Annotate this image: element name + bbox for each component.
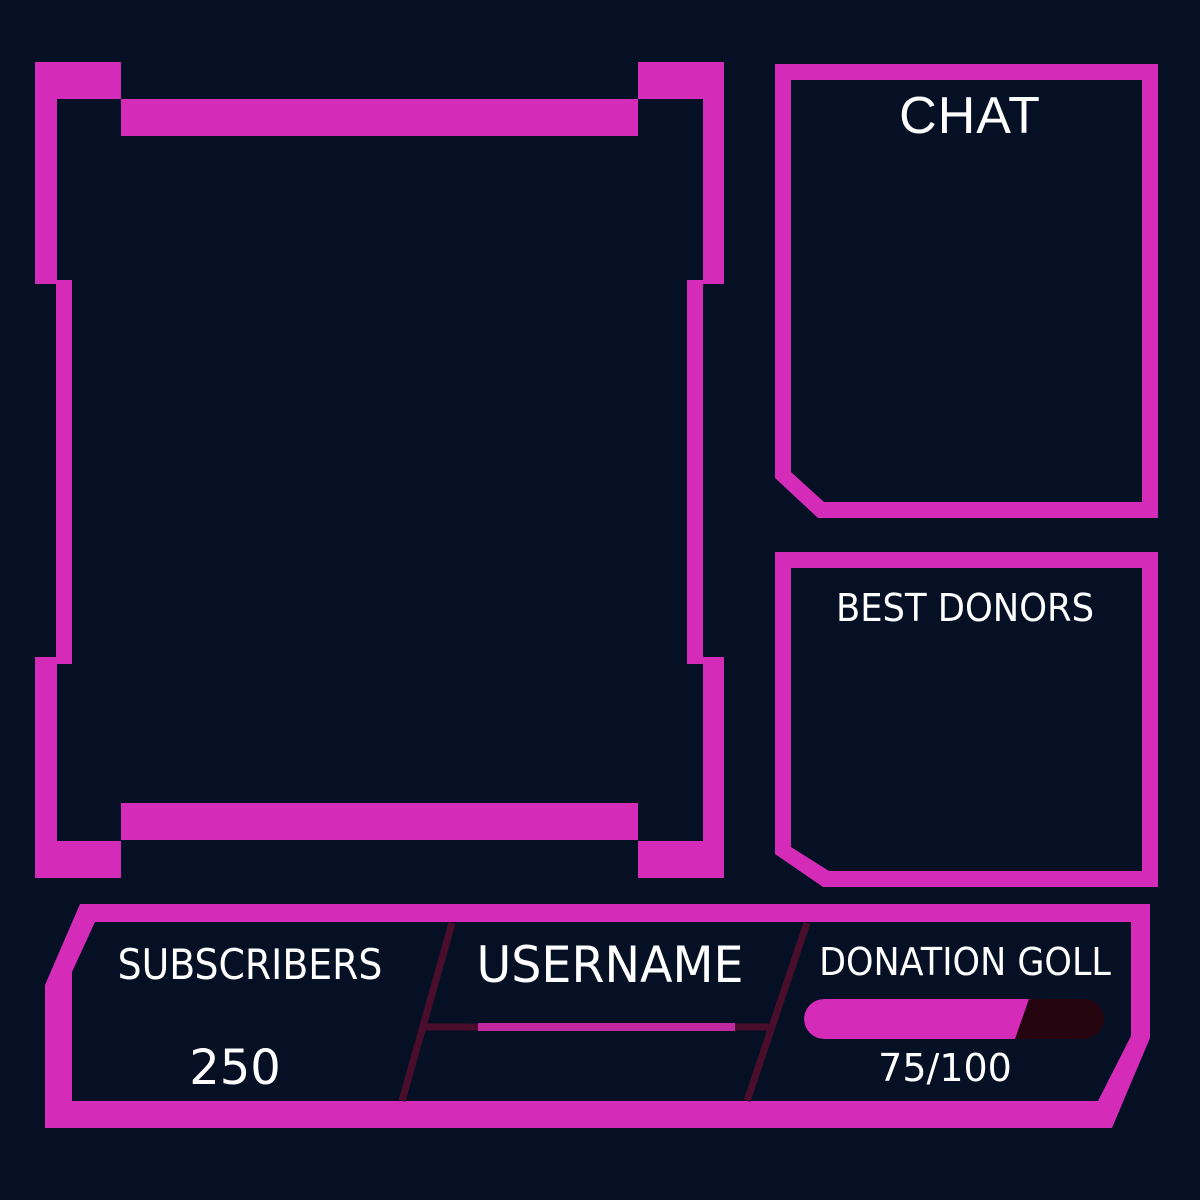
- stats-bar-border: [45, 904, 1150, 1128]
- best-donors-title: BEST DONORS: [835, 586, 1095, 630]
- camera-frame-top-bar: [121, 99, 638, 136]
- username-label: USERNAME: [476, 936, 744, 994]
- camera-frame-corner-bl: [35, 841, 121, 878]
- camera-frame-bottom-bar: [121, 803, 638, 840]
- donation-progress-fill: [804, 999, 1029, 1039]
- subscribers-label: SUBSCRIBERS: [117, 940, 383, 989]
- donation-progress-bar: [804, 999, 1104, 1039]
- donation-goal-label: DONATION GOLL: [819, 940, 1111, 984]
- donors-area: [792, 640, 1142, 850]
- camera-area: [72, 136, 688, 802]
- stats-bar-dividers: [398, 921, 811, 1103]
- subscribers-count: 250: [189, 1040, 281, 1096]
- donation-goal-value: 75/100: [878, 1046, 1012, 1090]
- chat-title: CHAT: [899, 87, 1041, 145]
- camera-frame: [35, 62, 724, 878]
- camera-frame-corner-br: [638, 841, 724, 878]
- chat-area: [792, 150, 1142, 480]
